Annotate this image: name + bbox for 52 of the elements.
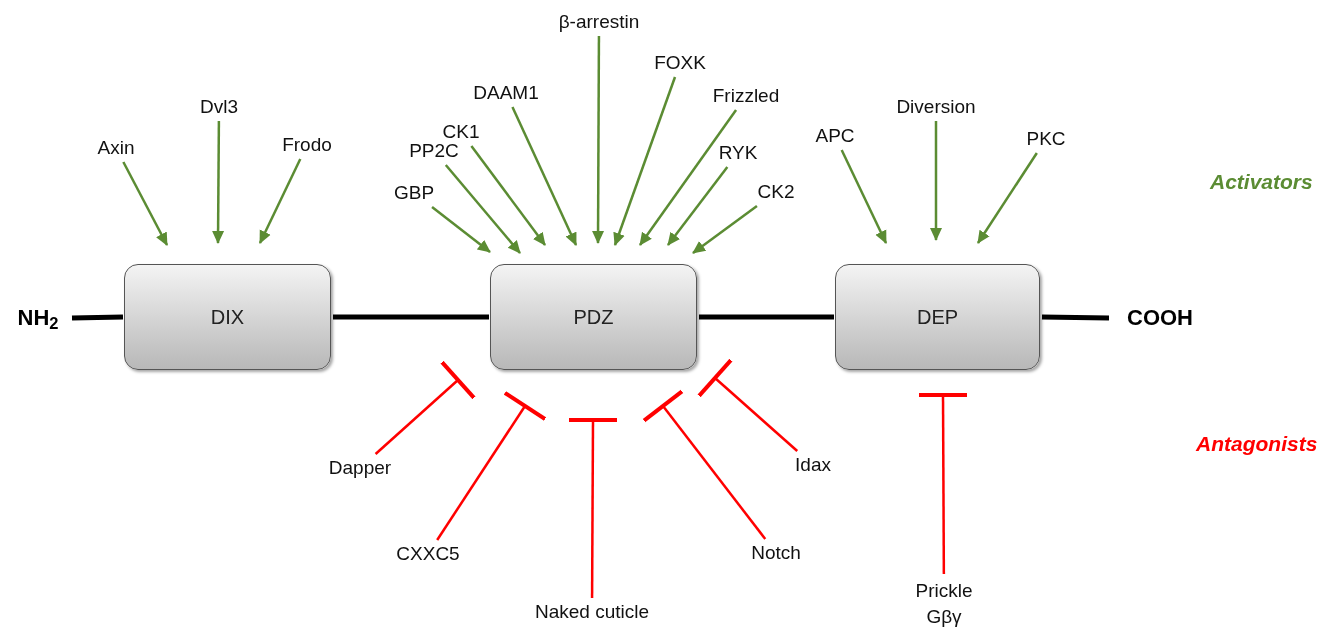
protein-label: FOXK [654, 51, 706, 75]
backbone-line [1041, 314, 1110, 321]
protein-label: RYK [718, 141, 758, 165]
group-heading: Activators [1210, 169, 1313, 195]
inhibition-line [917, 392, 969, 574]
backbone-line [333, 314, 489, 320]
activation-arrow [639, 109, 738, 246]
activation-arrow [444, 164, 521, 254]
protein-label: DAAM1 [473, 81, 539, 105]
protein-label: Frodo [282, 133, 332, 157]
protein-label: Dvl3 [200, 95, 238, 119]
protein-label: Gβγ [926, 605, 962, 629]
activation-arrow [511, 106, 578, 246]
activation-arrow [258, 158, 302, 244]
protein-label: CXXC5 [396, 542, 460, 566]
terminus-label: COOH [1127, 307, 1193, 329]
inhibition-line [697, 358, 799, 452]
terminus-label: NH$_{2}$ [17, 307, 59, 329]
group-heading: Antagonists [1196, 431, 1318, 457]
protein-label: Frizzled [712, 84, 780, 108]
domain-box: DIX [124, 264, 331, 370]
protein-label: APC [815, 124, 855, 148]
inhibition-line [641, 389, 767, 540]
activation-arrow [667, 166, 729, 246]
activation-arrow [212, 121, 225, 244]
protein-label: Naked cuticle [534, 600, 650, 624]
activation-arrow [840, 149, 888, 244]
protein-label: Dapper [328, 456, 392, 480]
protein-label: PKC [1026, 127, 1066, 151]
protein-label: Prickle [915, 579, 973, 603]
backbone-line [71, 314, 124, 321]
activation-arrow [930, 121, 942, 241]
activation-arrow [470, 145, 546, 246]
activation-arrow [692, 205, 758, 254]
domain-box: PDZ [490, 264, 697, 370]
inhibition-line [567, 417, 619, 598]
activation-arrow [613, 76, 677, 246]
protein-label: CK2 [757, 180, 795, 204]
activation-arrow [431, 206, 491, 253]
inhibition-line [436, 390, 548, 541]
protein-label: β-arrestin [558, 10, 640, 34]
protein-label: GBP [393, 181, 435, 205]
activation-arrow [122, 161, 169, 246]
domain-box: DEP [835, 264, 1040, 370]
protein-label: Diversion [896, 95, 976, 119]
inhibition-line [374, 360, 477, 455]
protein-label: Axin [97, 136, 135, 160]
activation-arrow [592, 36, 605, 244]
backbone-line [699, 314, 834, 320]
protein-label: Notch [751, 541, 801, 565]
activation-arrow [976, 152, 1038, 244]
protein-label: Idax [795, 453, 831, 477]
